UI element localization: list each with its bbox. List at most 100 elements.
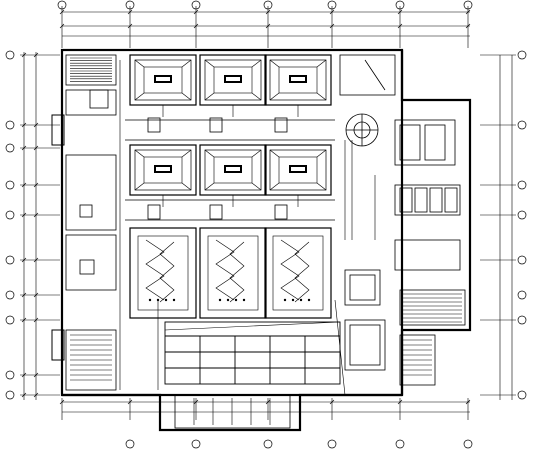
light-fixture-core	[291, 167, 305, 171]
tick-mark	[21, 145, 27, 151]
entrance-porch	[174, 394, 291, 429]
axis-bubbles	[5, 0, 527, 449]
light-fixture-core	[226, 77, 240, 81]
tick-mark	[21, 292, 27, 298]
left-stair-zone	[65, 54, 117, 391]
middle-corridor	[125, 117, 335, 221]
ceiling-panel	[213, 66, 253, 94]
panel-diagonal	[269, 182, 280, 191]
ceiling-unit	[129, 144, 197, 207]
ceiling-unit	[199, 144, 267, 207]
panel-diagonal	[181, 59, 192, 68]
tick-mark	[265, 23, 271, 29]
tick-mark	[59, 399, 65, 405]
tick-mark	[33, 145, 39, 151]
tick-mark	[329, 9, 335, 15]
outlet-symbol	[226, 298, 230, 302]
ceiling-unit	[264, 144, 332, 207]
tick-mark	[329, 23, 335, 29]
tick-mark	[21, 372, 27, 378]
room-outline	[199, 227, 267, 319]
dimension-ticks	[21, 9, 471, 405]
panel-diagonal	[134, 59, 145, 68]
right-dimension-lines	[480, 54, 516, 400]
tick-mark	[33, 212, 39, 218]
room-inner	[269, 149, 327, 191]
tick-mark	[265, 399, 271, 405]
tick-mark	[33, 392, 39, 398]
tick-mark	[21, 392, 27, 398]
conduit-runs	[119, 60, 376, 396]
panel-diagonal	[251, 92, 262, 101]
panel-diagonal	[251, 149, 262, 158]
room-inner	[272, 235, 324, 311]
outlet-symbol	[291, 298, 295, 302]
circuit-run	[159, 241, 175, 303]
room-outline	[264, 227, 332, 319]
panel-diagonal	[204, 59, 215, 68]
outlet-symbol	[307, 298, 311, 302]
tick-mark	[21, 257, 27, 263]
panel-diagonal	[134, 92, 145, 101]
outlet-symbol	[299, 298, 303, 302]
panel-diagonal	[181, 182, 192, 191]
light-fixture-core	[156, 167, 170, 171]
panel-diagonal	[269, 149, 280, 158]
outlet-symbol	[164, 298, 168, 302]
tick-mark	[21, 182, 27, 188]
panel-diagonal	[269, 92, 280, 101]
ceiling-unit	[129, 54, 197, 117]
tick-mark	[21, 317, 27, 323]
room-inner	[269, 59, 327, 101]
tick-mark	[21, 212, 27, 218]
ceiling-panel	[213, 156, 253, 184]
tick-mark	[33, 182, 39, 188]
tick-mark	[397, 23, 403, 29]
room-inner	[134, 59, 192, 101]
panel-diagonal	[269, 59, 280, 68]
ceiling-panel	[278, 66, 318, 94]
tick-mark	[59, 23, 65, 29]
circuit-run	[215, 239, 235, 301]
ceiling-unit	[264, 54, 332, 117]
panel-diagonal	[204, 149, 215, 158]
panel-diagonal	[316, 92, 327, 101]
room-inner	[134, 149, 192, 191]
circuit-run	[145, 239, 165, 301]
left-stair-treads	[70, 57, 112, 381]
circuit-run	[294, 241, 310, 303]
top-dimension-lines	[61, 6, 470, 48]
tick-mark	[33, 372, 39, 378]
ceiling-unit	[199, 54, 267, 117]
panel-diagonal	[316, 149, 327, 158]
panel-diagonal	[251, 59, 262, 68]
tick-mark	[33, 257, 39, 263]
outlet-symbol	[172, 298, 176, 302]
panel-diagonal	[316, 182, 327, 191]
room-inner	[137, 235, 189, 311]
tick-mark	[21, 52, 27, 58]
tick-mark	[33, 122, 39, 128]
panel-diagonal	[134, 182, 145, 191]
tick-mark	[59, 9, 65, 15]
room-inner	[204, 59, 262, 101]
outlet-symbol	[242, 298, 246, 302]
panel-diagonal	[251, 182, 262, 191]
lower-room	[199, 227, 267, 319]
bottom-dimension-lines	[61, 398, 470, 420]
panel-diagonal	[204, 92, 215, 101]
panel-diagonal	[316, 59, 327, 68]
tick-mark	[265, 9, 271, 15]
tick-mark	[193, 23, 199, 29]
ceiling-panel	[143, 156, 183, 184]
tick-mark	[465, 399, 471, 405]
tick-mark	[127, 399, 133, 405]
tick-mark	[33, 52, 39, 58]
outlet-symbol	[148, 298, 152, 302]
circuit-run	[280, 239, 300, 301]
right-core	[339, 54, 466, 386]
light-fixture-core	[291, 77, 305, 81]
outlet-symbol	[283, 298, 287, 302]
